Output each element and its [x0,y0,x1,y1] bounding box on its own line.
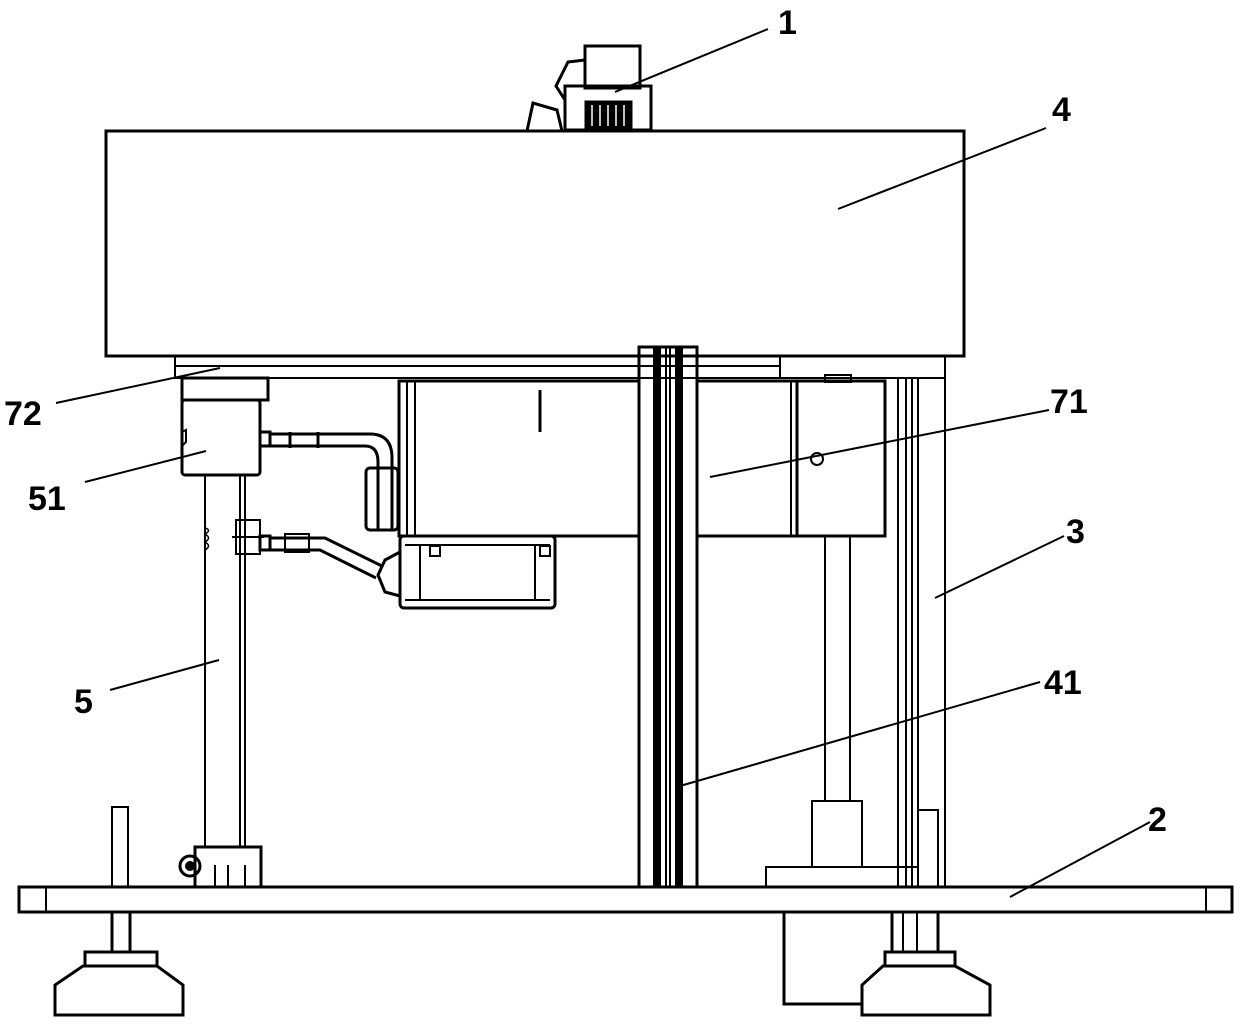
top-device [527,46,651,131]
motor-housing [399,381,885,536]
leader-lines [56,29,1150,897]
central-column [639,347,697,887]
mounting-plate [175,356,945,382]
lower-motor [378,536,555,608]
label-71: 71 [1050,383,1088,421]
base-bracket [784,912,862,1004]
label-41: 41 [1044,664,1082,702]
left-foot [55,912,183,1015]
label-1: 1 [778,4,797,42]
label-3: 3 [1066,513,1085,551]
label-4: 4 [1052,91,1071,129]
label-51: 51 [28,480,66,518]
hoses [260,432,398,578]
label-5: 5 [74,683,93,721]
top-box [106,131,964,356]
label-72: 72 [4,395,42,433]
left-post [112,807,128,887]
right-foot [862,912,990,1015]
base-plate [19,887,1232,912]
label-2: 2 [1148,801,1167,839]
right-support [766,378,945,887]
